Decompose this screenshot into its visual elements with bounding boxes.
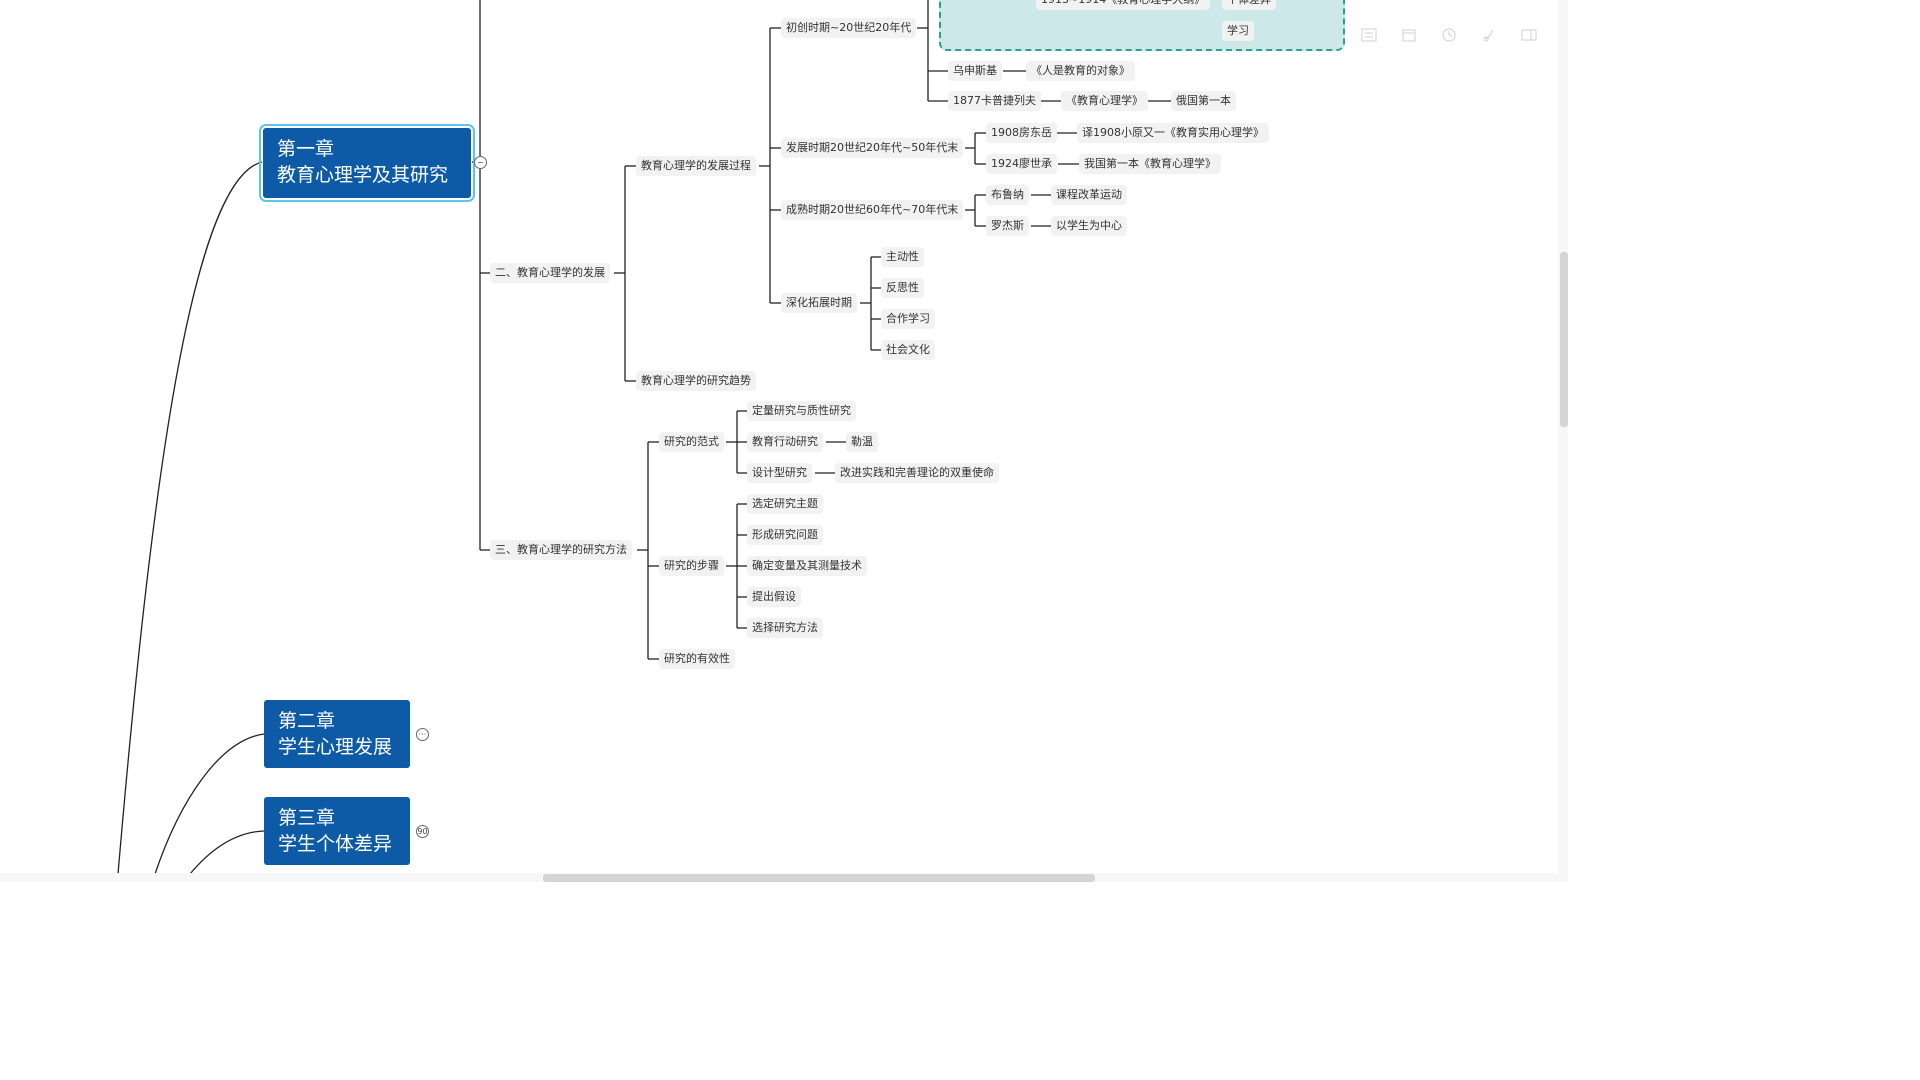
- topic-research-steps[interactable]: 研究的步骤: [659, 556, 724, 576]
- topic-ushinsky-book[interactable]: 《人是教育的对象》: [1026, 61, 1135, 81]
- topic-fang-book[interactable]: 译1908小原又一《教育实用心理学》: [1077, 123, 1269, 143]
- vertical-scroll-thumb[interactable]: [1560, 252, 1568, 427]
- topic-design-research[interactable]: 设计型研究: [747, 463, 812, 483]
- horizontal-scroll-thumb[interactable]: [543, 874, 1095, 882]
- topic-development-process[interactable]: 教育心理学的发展过程: [636, 156, 756, 176]
- topic-step-1[interactable]: 选定研究主题: [747, 494, 823, 514]
- topic-initial-period[interactable]: 初创时期~20世纪20年代: [781, 18, 917, 38]
- topic-fang-dongyue[interactable]: 1908房东岳: [986, 123, 1057, 143]
- theme-icon[interactable]: [1480, 26, 1498, 44]
- topic-quant-qual[interactable]: 定量研究与质性研究: [747, 401, 856, 421]
- topic-kapterev[interactable]: 1877卡普捷列夫: [948, 91, 1041, 111]
- view-toolbar: [1360, 26, 1538, 44]
- chapter-3-title: 学生个体差异: [278, 833, 393, 855]
- topic-bruner[interactable]: 布鲁纳: [986, 185, 1029, 205]
- chapter-2-title: 学生心理发展: [278, 736, 393, 758]
- topic-learning[interactable]: 学习: [1222, 21, 1254, 41]
- topic-step-2[interactable]: 形成研究问题: [747, 525, 823, 545]
- chapter-2-number: 第二章: [278, 710, 336, 732]
- topic-development[interactable]: 二、教育心理学的发展: [490, 263, 610, 283]
- topic-growth-period[interactable]: 发展时期20世纪20年代~50年代末: [781, 138, 964, 158]
- topic-kapterev-book[interactable]: 《教育心理学》: [1061, 91, 1148, 111]
- chapter-1-number: 第一章: [277, 138, 335, 160]
- topic-research-validity[interactable]: 研究的有效性: [659, 649, 735, 669]
- topic-russia-first[interactable]: 俄国第一本: [1171, 91, 1236, 111]
- topic-liao-book[interactable]: 我国第一本《教育心理学》: [1079, 154, 1221, 174]
- clock-icon[interactable]: [1440, 26, 1458, 44]
- outline-icon[interactable]: [1360, 26, 1378, 44]
- chapter-3-number: 第三章: [278, 807, 336, 829]
- topic-curriculum-reform[interactable]: 课程改革运动: [1051, 185, 1127, 205]
- collapse-chapter-1-button[interactable]: −: [474, 156, 487, 169]
- vertical-scrollbar[interactable]: [1558, 0, 1568, 874]
- chapter-2-node[interactable]: 第二章 学生心理发展: [264, 700, 410, 768]
- topic-step-5[interactable]: 选择研究方法: [747, 618, 823, 638]
- expand-chapter-2-button[interactable]: ···: [416, 728, 429, 741]
- chapter-1-title: 教育心理学及其研究: [277, 164, 449, 186]
- sidebar-icon[interactable]: [1520, 26, 1538, 44]
- topic-action-research[interactable]: 教育行动研究: [747, 432, 823, 452]
- topic-cooperative-learning[interactable]: 合作学习: [881, 309, 935, 329]
- topic-liao-shicheng[interactable]: 1924廖世承: [986, 154, 1057, 174]
- topic-lewin[interactable]: 勒温: [846, 432, 878, 452]
- topic-step-4[interactable]: 提出假设: [747, 587, 801, 607]
- topic-dual-mission[interactable]: 改进实践和完善理论的双重使命: [835, 463, 999, 483]
- topic-step-3[interactable]: 确定变量及其测量技术: [747, 556, 867, 576]
- chapter-1-node[interactable]: 第一章 教育心理学及其研究: [259, 124, 475, 202]
- topic-ushinsky[interactable]: 乌申斯基: [948, 61, 1002, 81]
- topic-deepen-period[interactable]: 深化拓展时期: [781, 293, 857, 313]
- topic-research-methods[interactable]: 三、教育心理学的研究方法: [490, 540, 632, 560]
- topic-rogers[interactable]: 罗杰斯: [986, 216, 1029, 236]
- topic-reflective[interactable]: 反思性: [881, 278, 924, 298]
- topic-individual-difference[interactable]: 个体差异: [1222, 0, 1276, 10]
- topic-research-trend[interactable]: 教育心理学的研究趋势: [636, 371, 756, 391]
- calendar-icon[interactable]: [1400, 26, 1418, 44]
- topic-mature-period[interactable]: 成熟时期20世纪60年代~70年代末: [781, 200, 964, 220]
- mindmap-canvas[interactable]: 1913~1914《教育心理学大纲》 个体差异 学习 第一章 教育心理学及其研究…: [0, 0, 1568, 882]
- topic-student-centered[interactable]: 以学生为中心: [1051, 216, 1127, 236]
- topic-social-culture[interactable]: 社会文化: [881, 340, 935, 360]
- topic-research-paradigm[interactable]: 研究的范式: [659, 432, 724, 452]
- topic-initiative[interactable]: 主动性: [881, 247, 924, 267]
- expand-chapter-3-button[interactable]: 90: [416, 825, 429, 838]
- topic-1913-outline[interactable]: 1913~1914《教育心理学大纲》: [1036, 0, 1211, 10]
- horizontal-scrollbar[interactable]: [0, 873, 1568, 882]
- chapter-3-node[interactable]: 第三章 学生个体差异: [264, 797, 410, 865]
